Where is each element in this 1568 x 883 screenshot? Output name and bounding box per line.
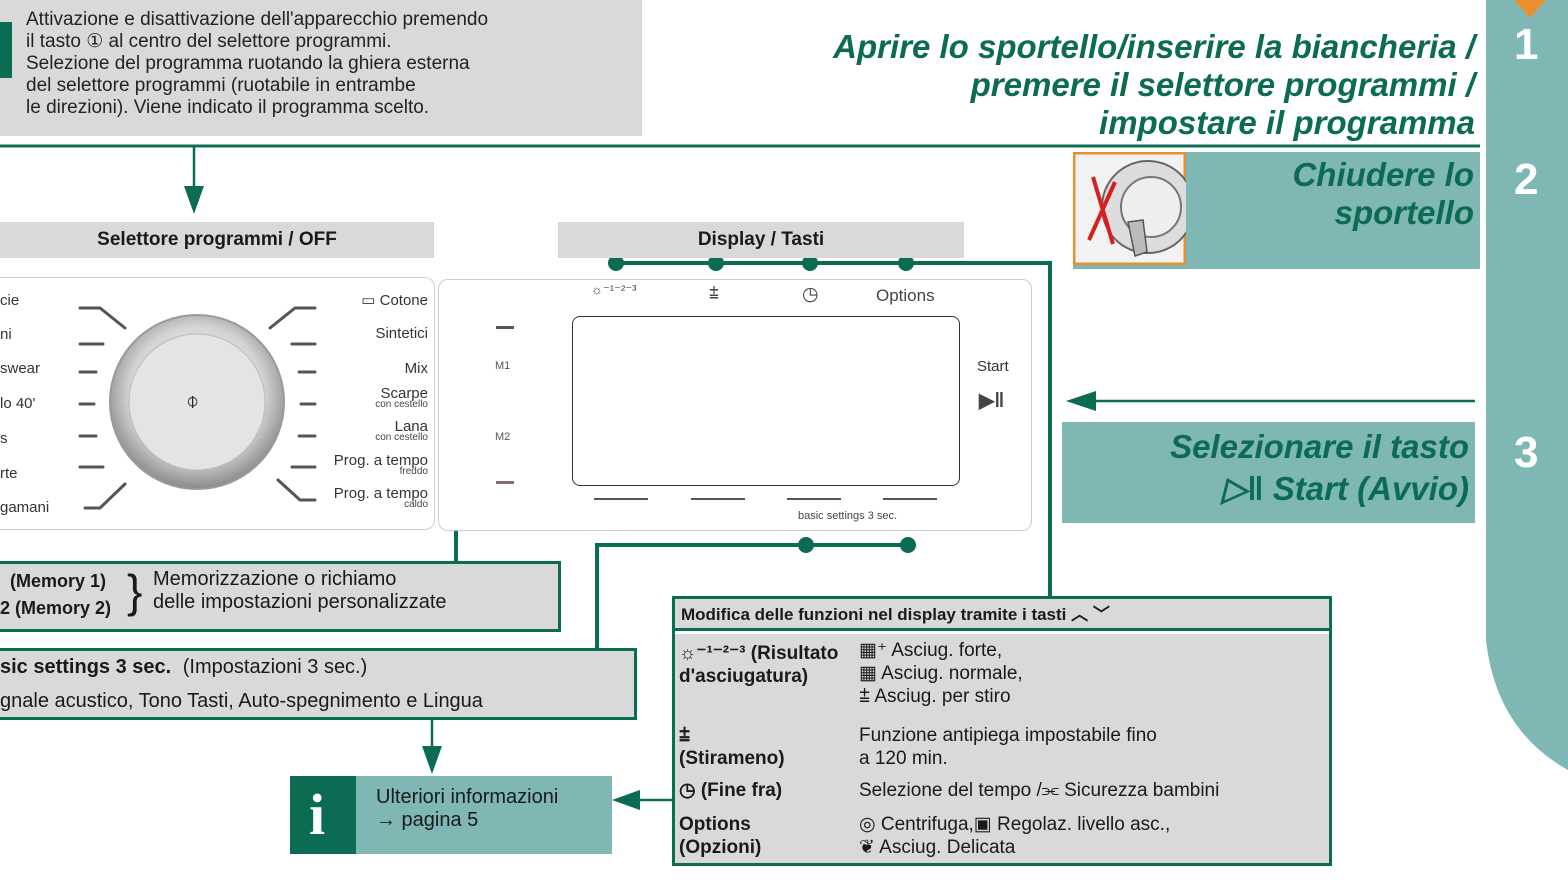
memory-1-label: (Memory 1) <box>10 571 107 591</box>
fn-label-stirameno: ⩲ (Stirameno) <box>679 725 785 769</box>
step-number-1: 1 <box>1514 20 1539 69</box>
intro-box: Attivazione e disattivazione dell'appare… <box>0 0 642 136</box>
start-pause-button[interactable]: ▶‖ <box>979 390 1005 412</box>
step-sidebar <box>1486 0 1568 770</box>
fn-label-drying: ☼⁻¹⁻²⁻³ (Risultato d'asciugatura) <box>679 643 839 687</box>
m1-dash <box>496 326 514 329</box>
bottom-key-2[interactable] <box>691 498 745 500</box>
fn-label-fine-fra: ◷ (Fine fra) <box>679 780 783 801</box>
memory-brace: } <box>127 565 143 617</box>
fine-fra-button[interactable]: ◷ <box>802 284 819 305</box>
program-left-1[interactable]: cie <box>0 292 20 309</box>
step3-heading: Selezionare il tasto ▷‖ Start (Avvio) <box>1170 428 1469 507</box>
options-button[interactable]: Options <box>876 286 935 305</box>
basic-settings-box: sic settings 3 sec. (Impostazioni 3 sec.… <box>0 648 637 720</box>
basic-settings-title: sic settings 3 sec. (Impostazioni 3 sec.… <box>0 656 368 678</box>
display-header: Display / Tasti <box>558 222 964 258</box>
basic-settings-desc: gnale acustico, Tono Tasti, Auto-spegnim… <box>0 690 483 712</box>
bottom-key-3[interactable] <box>787 498 841 500</box>
functions-table-header: Modifica delle funzioni nel display tram… <box>675 599 1329 631</box>
step-number-2: 2 <box>1514 155 1539 204</box>
fn-desc-drying: ▦⁺ Asciug. forte, ▦ Asciug. normale, ⩲ A… <box>859 640 1023 707</box>
memory-description: Memorizzazione o richiamo delle impostaz… <box>153 568 447 613</box>
memory-box: (Memory 1) 2 (Memory 2) } Memorizzazione… <box>0 561 561 632</box>
selector-header: Selettore programmi / OFF <box>0 222 434 258</box>
start-label: Start <box>977 358 1009 375</box>
m1-button[interactable]: M1 <box>495 360 511 372</box>
door-closing-illustration <box>1073 152 1186 265</box>
info-icon <box>290 776 356 854</box>
program-left-2[interactable]: ni <box>0 326 12 343</box>
display-panel: ☼⁻¹⁻²⁻³ ⩲ ◷ Options M1 M2 Start ▶‖ basic… <box>438 279 1032 531</box>
fn-desc-fine-fra: Selezione del tempo /⫘ Sicurezza bambini <box>859 780 1220 801</box>
info-box: i Ulteriori informazioni → pagina 5 <box>290 776 612 854</box>
stirameno-button[interactable]: ⩲ <box>709 284 719 303</box>
functions-table: Modifica delle funzioni nel display tram… <box>672 596 1332 866</box>
m2-dash <box>496 481 514 484</box>
step2-box: Chiudere lo sportello <box>1073 152 1480 269</box>
program-sintetici[interactable]: Sintetici <box>375 325 428 342</box>
program-left-3[interactable]: swear <box>0 360 41 377</box>
basic-settings-label: basic settings 3 sec. <box>798 510 898 522</box>
program-cotone[interactable]: ▭ Cotone <box>361 292 428 309</box>
selector-panel: cie ni swear lo 40' s rte gamani ▭ Coton… <box>0 277 435 530</box>
functions-table-body <box>675 634 1329 863</box>
selector-dial-graphic <box>78 306 317 510</box>
info-icon-glyph: i <box>309 782 326 847</box>
bottom-key-1[interactable] <box>594 498 648 500</box>
program-left-7[interactable]: gamani <box>0 499 50 516</box>
intro-text: Attivazione e disattivazione dell'appare… <box>26 9 489 118</box>
fn-desc-stirameno: Funzione antipiega impostabile fino a 12… <box>859 725 1157 769</box>
step-number-3: 3 <box>1514 428 1539 477</box>
m2-button[interactable]: M2 <box>495 431 511 443</box>
bottom-key-4[interactable] <box>883 498 937 500</box>
screen <box>572 316 960 486</box>
memory-2-label: 2 (Memory 2) <box>0 598 112 618</box>
intro-marker <box>0 22 12 78</box>
program-left-6[interactable]: rte <box>0 465 18 482</box>
program-mix[interactable]: Mix <box>404 360 428 377</box>
fn-desc-options: ◎ Centrifuga,▣ Regolaz. livello asc., ❦ … <box>859 814 1171 858</box>
step3-box: Selezionare il tasto ▷‖ Start (Avvio) <box>1062 422 1475 523</box>
program-left-4[interactable]: lo 40' <box>0 395 36 412</box>
step2-heading: Chiudere lo sportello <box>1292 156 1474 231</box>
info-link[interactable]: Ulteriori informazioni → pagina 5 <box>376 786 559 831</box>
step1-heading: Aprire lo sportello/inserire la biancher… <box>833 28 1475 141</box>
program-left-5[interactable]: s <box>0 430 8 447</box>
fn-label-options: Options (Opzioni) <box>679 814 762 858</box>
drying-result-button[interactable]: ☼⁻¹⁻²⁻³ <box>591 282 637 297</box>
power-button[interactable]: ⌽ <box>186 388 200 413</box>
